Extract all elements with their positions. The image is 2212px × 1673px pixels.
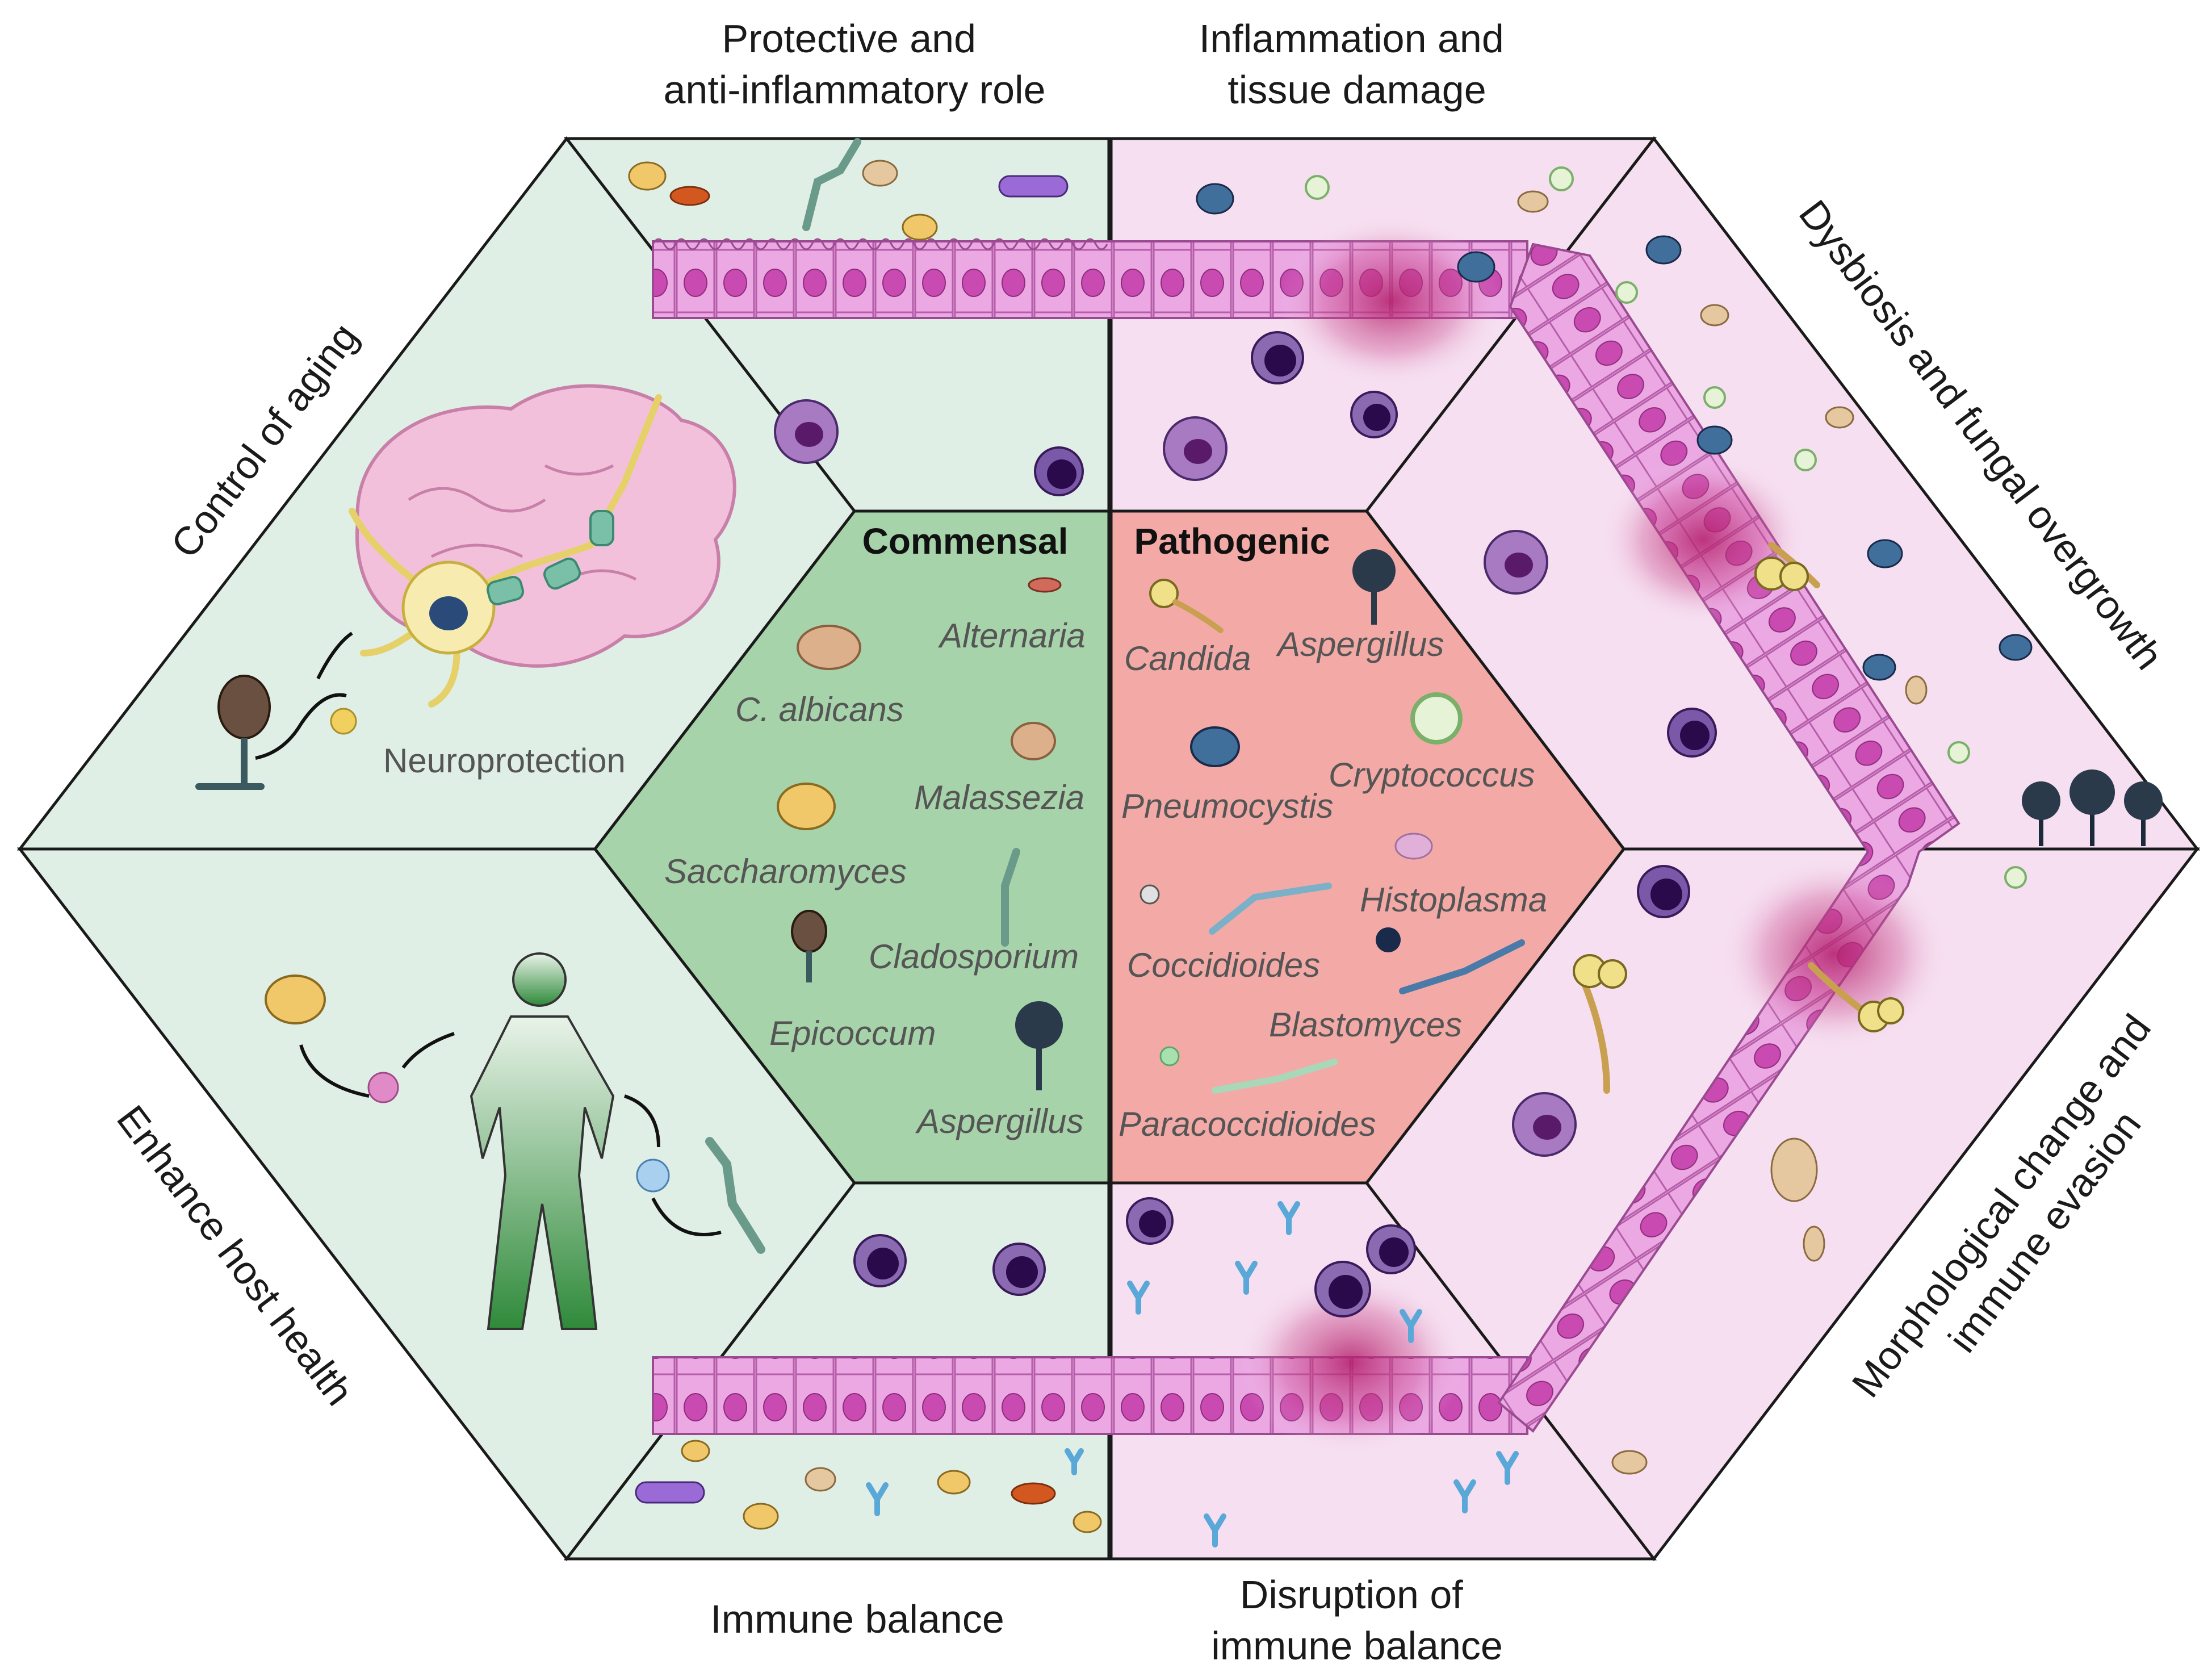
macrophage-icon	[1512, 1092, 1577, 1157]
arrow-icon	[624, 1094, 660, 1148]
yeast-icon	[681, 1440, 1102, 1533]
epicoccum-icon	[195, 675, 271, 790]
metabolite-icon	[330, 708, 357, 735]
neuron-icon	[349, 394, 662, 708]
species-c-albicans: C. albicans	[735, 691, 904, 729]
yeast-icon	[628, 161, 667, 191]
metabolite-icon	[367, 1072, 399, 1103]
metabolite-icon	[636, 1158, 670, 1193]
inflammation-spot	[1277, 216, 1505, 386]
lymphocyte-icon	[1314, 1261, 1371, 1318]
cladosporium-icon	[705, 1137, 765, 1254]
cladosporium-icon	[802, 138, 861, 231]
cryptococcus-icon	[1305, 166, 2027, 889]
yeast-icon	[902, 214, 938, 241]
lymphocyte-icon	[1637, 865, 1690, 918]
yeast-icon	[862, 160, 898, 187]
bacterium-icon	[1011, 1482, 1056, 1505]
lymphocyte-icon	[1034, 446, 1084, 496]
aspergillus-cluster-icon	[2022, 769, 2163, 846]
arrow-icon	[401, 1032, 455, 1069]
lymphocyte-icon	[1350, 391, 1398, 438]
inflammation-spot	[1601, 454, 1805, 625]
bacterium-icon	[998, 175, 1069, 198]
pathogenic-icons	[1139, 549, 1525, 1094]
lymphocyte-icon	[1251, 331, 1304, 384]
title-inflammation: Inflammation and tissue damage	[1199, 16, 1515, 112]
title-disruption-line1: Disruption of	[1240, 1572, 1464, 1617]
inflammation-spot	[1720, 858, 1947, 1051]
title-inflammation-line1: Inflammation and	[1199, 16, 1504, 61]
species-paracoccidioides: Paracoccidioides	[1118, 1105, 1376, 1143]
arrow-icon	[255, 693, 347, 760]
antibody-icon	[866, 1201, 1519, 1547]
title-protective: Protective and anti-inflammatory role	[664, 16, 1046, 112]
center-commensal	[593, 509, 1112, 1185]
macrophage-icon	[1163, 416, 1228, 481]
macrophage-icon	[1484, 530, 1548, 595]
title-disruption: Disruption of immune balance	[1211, 1572, 1503, 1668]
arrow-icon	[651, 1197, 722, 1236]
species-aspergillus-commensal: Aspergillus	[915, 1102, 1083, 1140]
lymphocyte-icon	[1366, 1224, 1416, 1274]
species-pneumocystis: Pneumocystis	[1121, 787, 1333, 825]
species-alternaria: Alternaria	[938, 617, 1086, 655]
pneumocystis-icon	[1196, 183, 2033, 681]
lymphocyte-icon	[992, 1243, 1046, 1296]
arrow-icon	[316, 631, 353, 680]
yeast-icon	[1517, 190, 1928, 1475]
species-candida: Candida	[1124, 639, 1251, 677]
species-saccharomyces: Saccharomyces	[664, 852, 907, 890]
species-epicoccum: Epicoccum	[769, 1014, 936, 1052]
title-protective-line2: anti-inflammatory role	[664, 68, 1046, 112]
species-coccidioides: Coccidioides	[1127, 946, 1320, 984]
candida-hyphae-icon	[1573, 542, 1904, 1094]
species-cladosporium: Cladosporium	[869, 938, 1079, 976]
lymphocyte-icon	[1667, 708, 1717, 758]
commensal-icons	[777, 577, 1063, 1090]
pathogenic-header: Pathogenic	[1134, 521, 1330, 562]
species-blastomyces: Blastomyces	[1269, 1006, 1462, 1044]
species-aspergillus-pathogenic: Aspergillus	[1276, 625, 1444, 663]
lymphocyte-icon	[853, 1234, 907, 1287]
macrophage-icon	[774, 399, 839, 464]
bacterium-icon	[635, 1481, 705, 1504]
title-immune-balance: Immune balance	[710, 1597, 1004, 1641]
arrow-icon	[299, 1044, 370, 1098]
bacterium-icon	[669, 186, 710, 206]
species-histoplasma: Histoplasma	[1360, 881, 1547, 919]
saccharomyces-icon	[265, 974, 326, 1024]
human-figure-icon	[470, 952, 615, 1330]
neuroprotection-label: Neuroprotection	[383, 742, 626, 780]
commensal-header: Commensal	[862, 521, 1069, 562]
species-cryptococcus: Cryptococcus	[1329, 756, 1535, 794]
title-inflammation-line2: tissue damage	[1228, 68, 1486, 112]
lymphocyte-icon	[1126, 1197, 1174, 1245]
species-malassezia: Malassezia	[914, 779, 1084, 817]
title-protective-line1: Protective and	[722, 16, 976, 61]
title-disruption-line2: immune balance	[1211, 1624, 1503, 1668]
